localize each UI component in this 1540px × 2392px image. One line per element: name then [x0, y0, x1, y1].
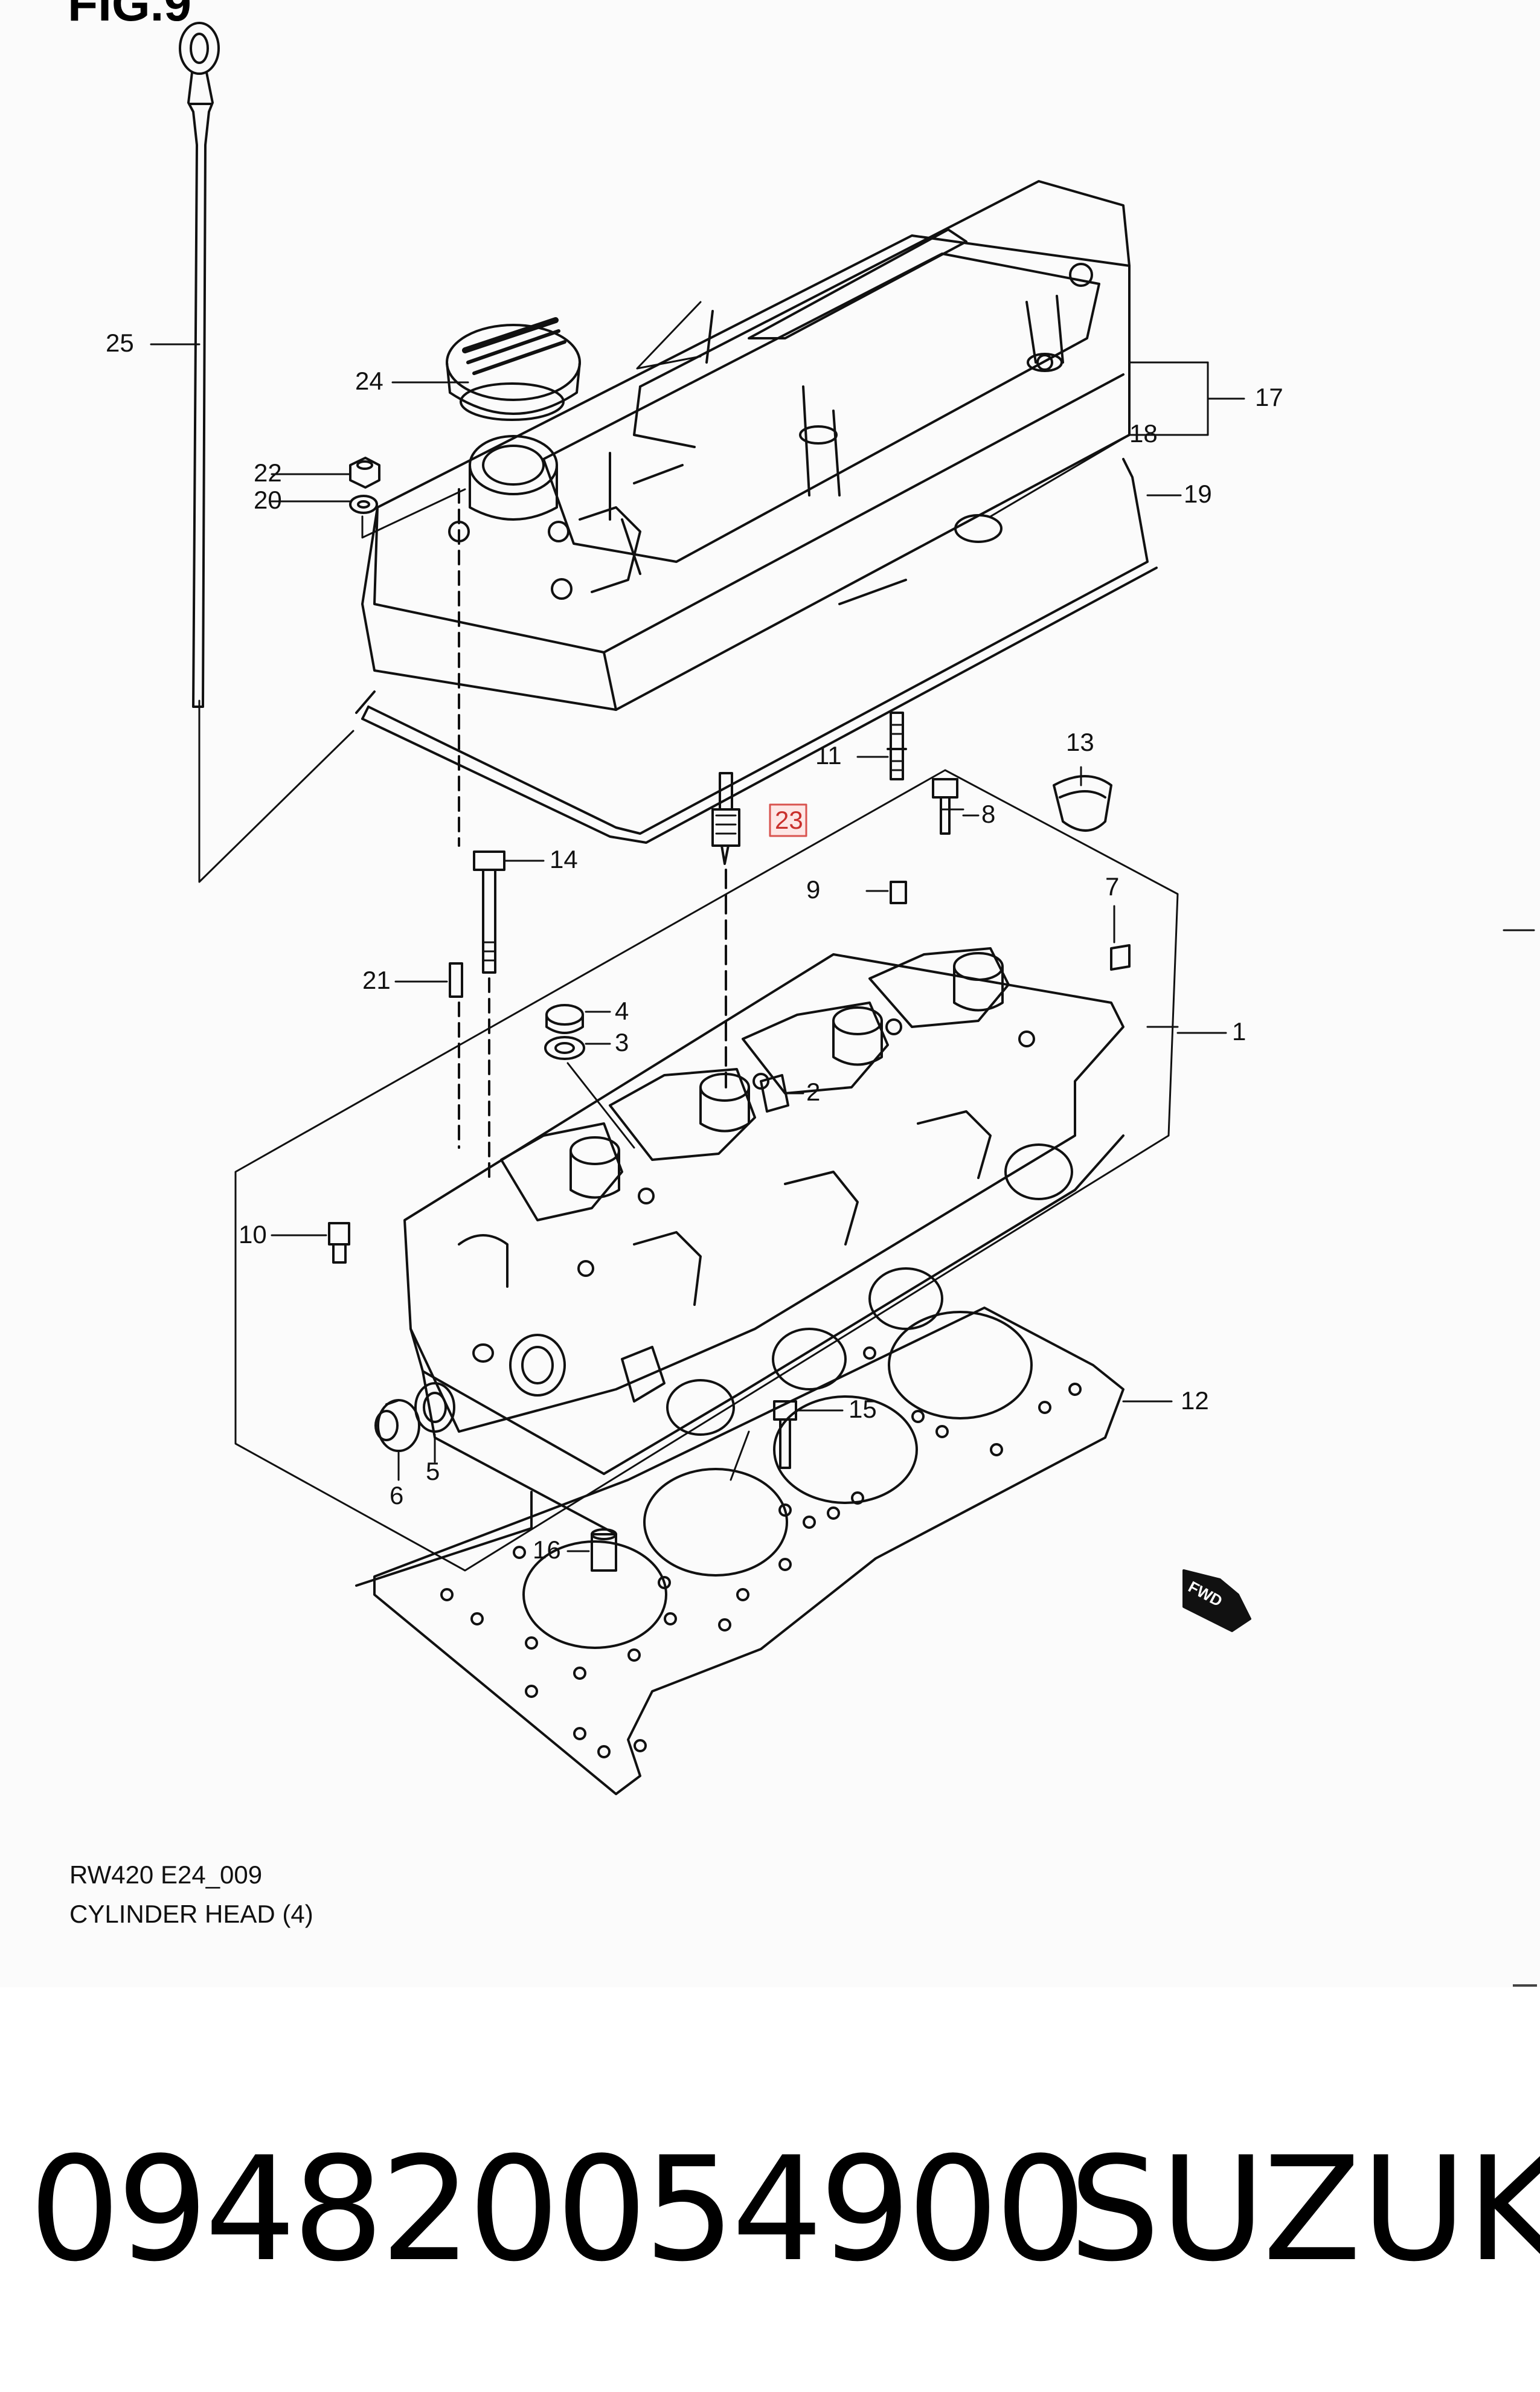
- fitting-10: [328, 1222, 350, 1264]
- callout-3: 3: [615, 1028, 629, 1056]
- callout-22: 22: [254, 458, 282, 487]
- callout-11: 11: [815, 741, 842, 770]
- callout-13: 13: [1066, 728, 1094, 756]
- callout-18: 18: [1129, 419, 1158, 448]
- callout-25: 25: [106, 329, 134, 357]
- callout-12: 12: [1181, 1386, 1209, 1415]
- dowel-21: [449, 962, 463, 998]
- sleeve-16: [591, 1528, 617, 1572]
- figure-code: RW420 E24_009: [69, 1860, 263, 1889]
- stud-11: [887, 712, 907, 780]
- seal-4: [545, 1004, 584, 1034]
- callout-19: 19: [1184, 480, 1212, 508]
- callout-23: 23: [775, 806, 803, 834]
- fwd-arrow-icon: FWD: [1182, 1569, 1251, 1632]
- head-gasket: [373, 1307, 1125, 1795]
- part-number: 094820054900: [29, 2126, 1086, 2294]
- callout-10: 10: [239, 1220, 267, 1249]
- brand-name: SUZUKI: [1069, 2126, 1540, 2294]
- pin-9: [890, 881, 907, 904]
- washer-20: [349, 495, 378, 514]
- stud-2: [760, 1074, 789, 1113]
- figure-label: FIG.9: [68, 0, 192, 31]
- nut-22: [349, 457, 380, 489]
- callout-24: 24: [355, 367, 383, 395]
- callout-15: 15: [849, 1395, 877, 1423]
- callout-20: 20: [254, 486, 282, 514]
- callout-8: 8: [981, 800, 995, 828]
- plug-7: [1110, 944, 1131, 971]
- callout-labels: 1 2 3 4 5 6 7 8 9 10 11 12 13 14 15 16 1…: [106, 329, 1283, 1564]
- leader-lines: [150, 301, 1535, 1552]
- head-bolt-14: [473, 850, 505, 974]
- callout-21: 21: [362, 966, 391, 994]
- plug-6: [374, 1399, 420, 1452]
- bolt-14-axis: [458, 977, 490, 1185]
- cylinder-head-body: [234, 769, 1179, 1572]
- callout-17: 17: [1255, 383, 1283, 411]
- cap-13: [1053, 775, 1112, 832]
- callout-1: 1: [1232, 1017, 1246, 1046]
- washer-3: [544, 1036, 585, 1060]
- callout-5: 5: [426, 1457, 440, 1485]
- figure-title: CYLINDER HEAD (4): [69, 1900, 313, 1928]
- callout-4: 4: [615, 997, 629, 1025]
- cylinder-head-cover: [361, 180, 1131, 711]
- callout-9: 9: [806, 875, 820, 904]
- edge-mark: [1513, 1984, 1537, 1987]
- bolt-8: [932, 778, 958, 835]
- cover-gasket: [355, 458, 1158, 844]
- callout-14: 14: [550, 845, 578, 873]
- exploded-parts-diagram: FWD: [106, 22, 1535, 1795]
- callout-7: 7: [1105, 872, 1119, 901]
- seal-5: [414, 1382, 455, 1433]
- highlight-box-23: [769, 803, 807, 837]
- callout-16: 16: [533, 1535, 561, 1564]
- gasket-lower-line: [355, 1491, 533, 1587]
- oil-filler-cap: [446, 317, 581, 421]
- callout-6: 6: [390, 1481, 403, 1509]
- callout-2: 2: [806, 1078, 820, 1106]
- spark-plug-23: [711, 772, 740, 1088]
- dipstick: [179, 22, 220, 708]
